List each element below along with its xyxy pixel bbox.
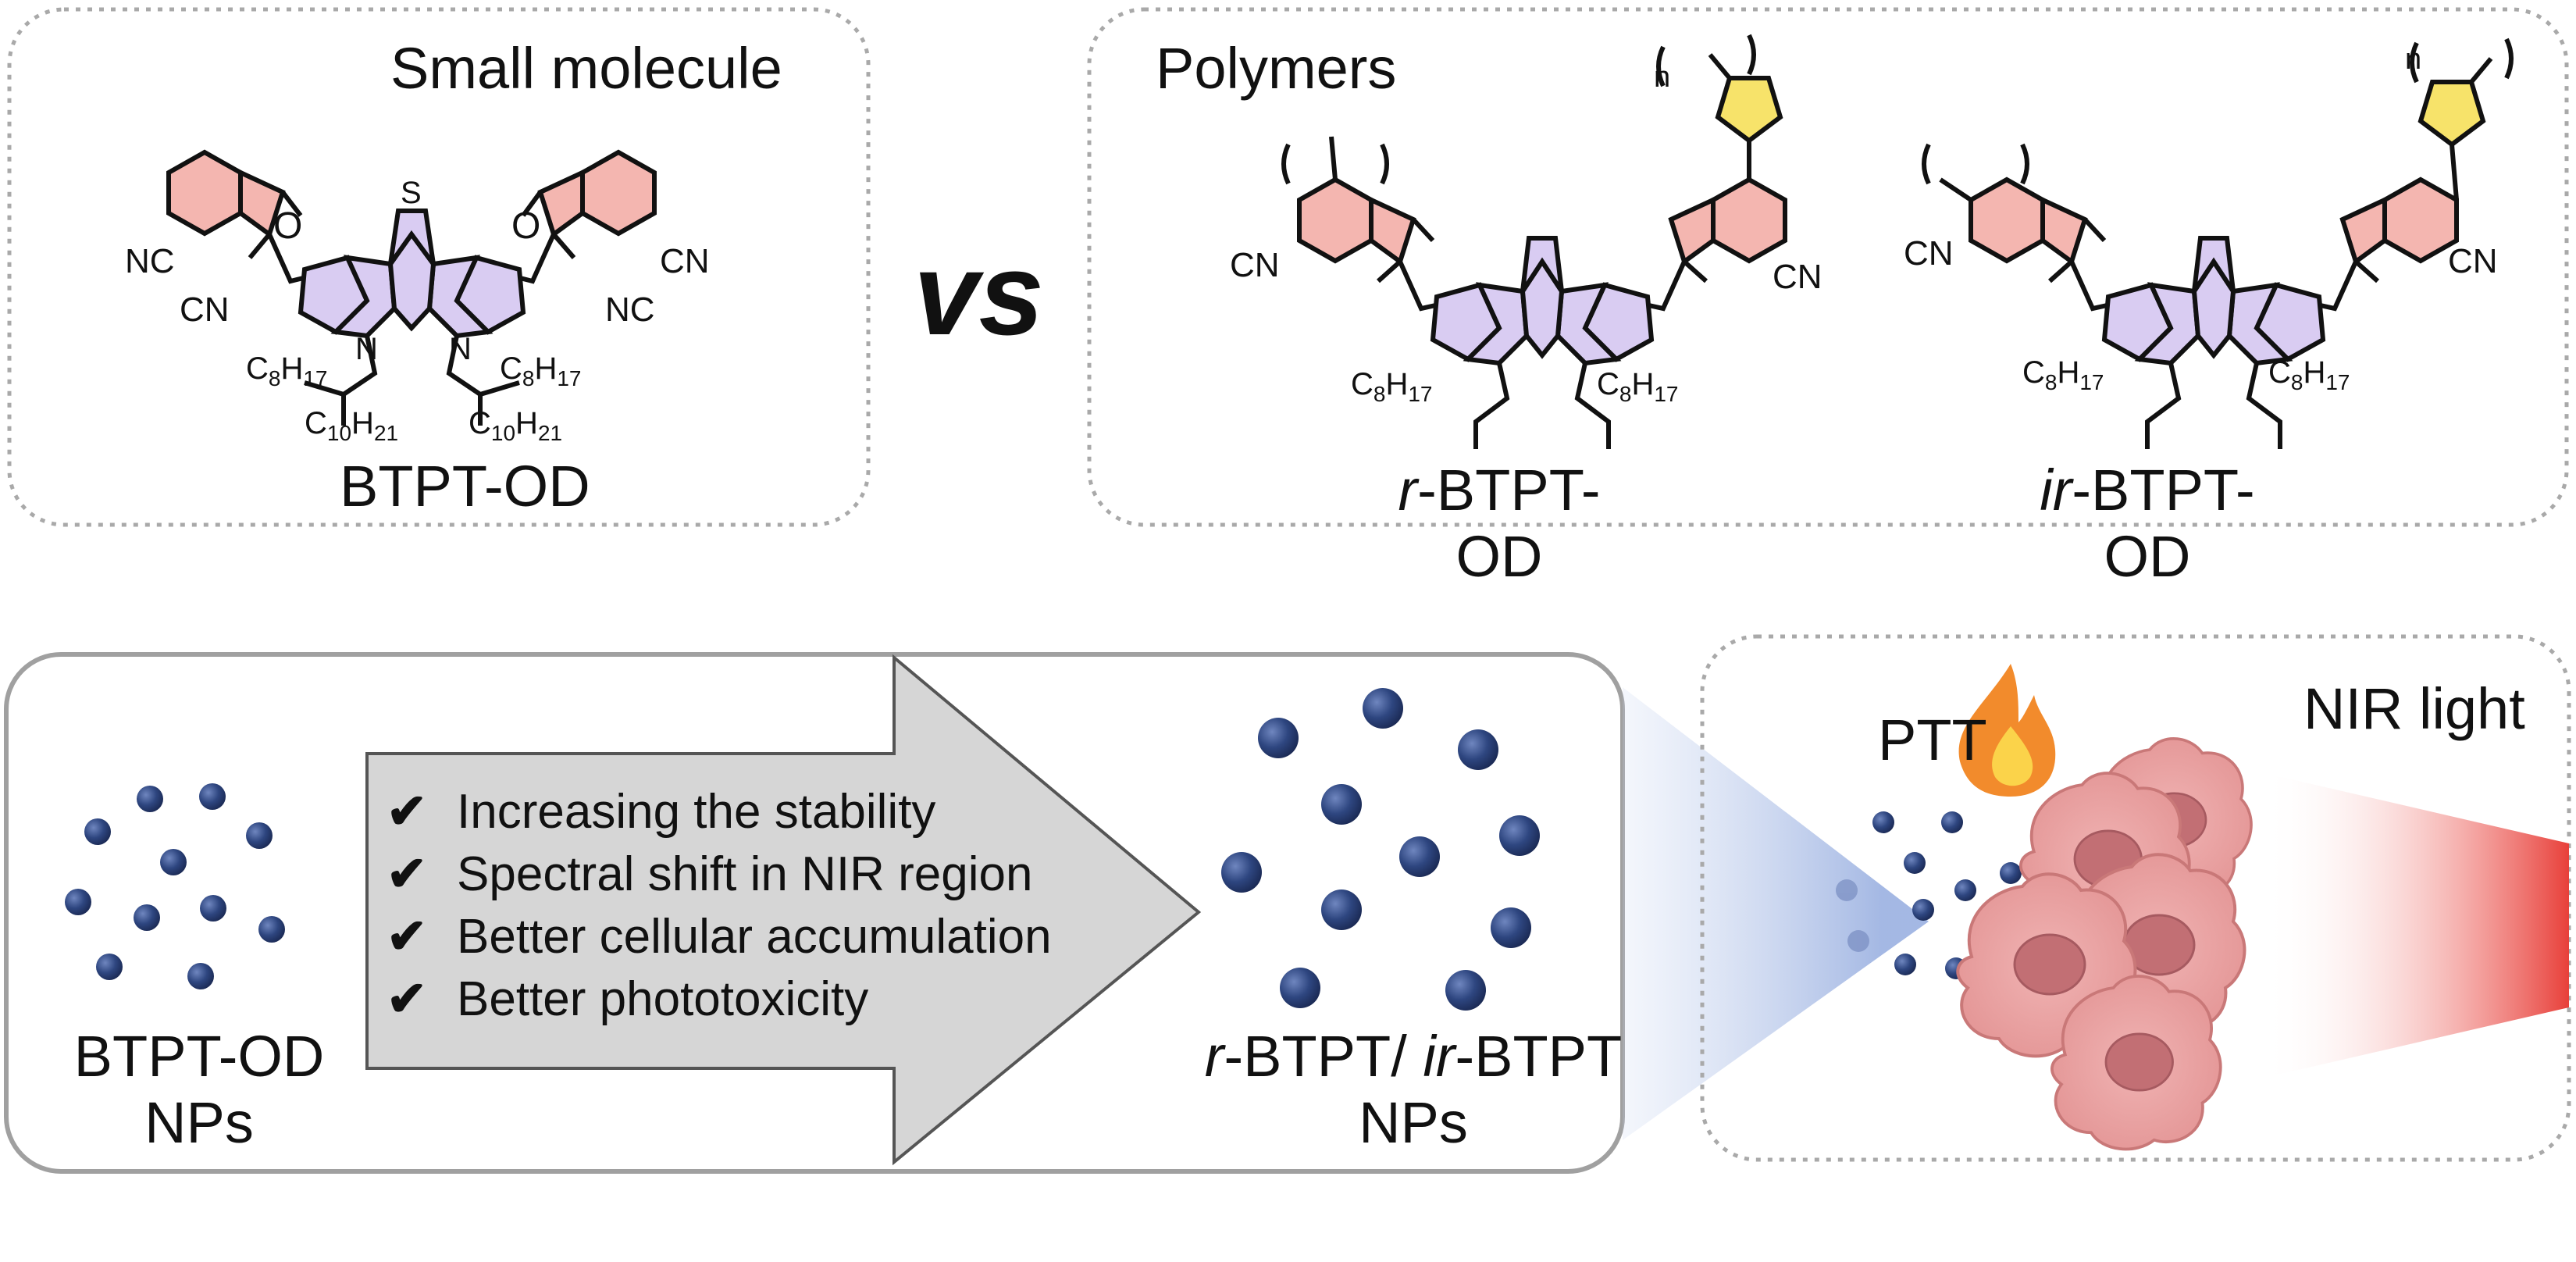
nir-light-label: NIR light	[2303, 676, 2525, 741]
polymers-panel	[1087, 7, 2569, 527]
np-left-line1: BTPT-OD	[73, 1024, 325, 1089]
small-molecule-panel	[7, 7, 871, 527]
nc-label-left: NC	[125, 242, 175, 280]
sulfur-label-core: S	[401, 176, 422, 210]
btpt-od-structure	[166, 149, 657, 426]
c10-label-left: C10H21	[305, 406, 399, 445]
vs-label: vs	[914, 228, 1044, 359]
r-cn-label-right: CN	[1773, 258, 1822, 296]
r-c8-label-left: C8H17	[1351, 367, 1433, 406]
cn-label-left: CN	[180, 291, 230, 329]
cancer-cells	[1956, 737, 2253, 1151]
ir-c8-label-right: C8H17	[2268, 355, 2350, 394]
delivery-beam	[1623, 687, 1929, 1140]
c10-label-right: C10H21	[469, 406, 563, 445]
btpt-od-nps-label: BTPT-OD NPs	[51, 1023, 347, 1156]
c8-label-right: C8H17	[500, 351, 582, 390]
r-line2: OD	[1455, 524, 1543, 589]
check-item-2: ✔Spectral shift in NIR region	[387, 843, 1052, 906]
check-icon: ✔	[387, 972, 427, 1026]
r-prefix: r	[1398, 458, 1418, 522]
nitrogen-label-left: N	[355, 332, 378, 366]
check-icon: ✔	[387, 910, 427, 964]
ir-line2: OD	[2104, 524, 2191, 589]
nir-light-beam	[2264, 773, 2569, 1078]
ptt-label: PTT	[1878, 708, 1987, 772]
c8-label-left: C8H17	[246, 351, 328, 390]
therapy-nanoparticles	[1872, 811, 2022, 979]
improvement-list: ✔Increasing the stability ✔Spectral shif…	[387, 781, 1052, 1031]
btpt-od-label: BTPT-OD	[340, 454, 590, 519]
r-n-subscript: n	[1654, 61, 1671, 94]
check-item-1: ✔Increasing the stability	[387, 781, 1052, 843]
therapy-panel	[1700, 634, 2571, 1162]
cn-label-right: CN	[660, 242, 710, 280]
ir-btpt-od-structure	[1922, 37, 2514, 449]
polymer-nanoparticles	[1221, 688, 1540, 1011]
ir-c8-label-left: C8H17	[2022, 355, 2104, 394]
oxygen-label-right: O	[511, 205, 541, 247]
ir-btpt-od-label: ir-BTPT- OD	[2030, 457, 2264, 590]
r-btpt-od-structure	[1281, 34, 1787, 449]
flame-icon	[1958, 664, 2056, 797]
ir-cn-label-right: CN	[2448, 242, 2498, 280]
nitrogen-label-right: N	[449, 332, 472, 366]
check-icon: ✔	[387, 847, 427, 901]
r-c8-label-right: C8H17	[1597, 367, 1679, 406]
ir-cn-label-left: CN	[1904, 234, 1954, 273]
ir-rest: -BTPT-	[2072, 458, 2255, 522]
check-item-4: ✔Better phototoxicity	[387, 968, 1052, 1031]
small-molecule-title: Small molecule	[390, 36, 782, 101]
check-item-3: ✔Better cellular accumulation	[387, 906, 1052, 968]
np-left-line2: NPs	[144, 1090, 254, 1155]
r-btpt-od-label: r-BTPT- OD	[1382, 457, 1616, 590]
r-cn-label-left: CN	[1230, 246, 1280, 284]
check-icon: ✔	[387, 785, 427, 839]
oxygen-label-left: O	[273, 205, 303, 247]
r-rest: -BTPT-	[1417, 458, 1601, 522]
ir-prefix: ir	[2040, 458, 2072, 522]
btpt-od-nanoparticles	[65, 783, 285, 989]
nc-label-right: NC	[605, 291, 655, 329]
improvement-arrow	[365, 654, 1202, 1166]
polymer-nps-label: r-BTPT/ ir-BTPT NPs	[1204, 1024, 1623, 1155]
ir-n-subscript: n	[2405, 43, 2422, 76]
polymers-title: Polymers	[1156, 36, 1397, 101]
